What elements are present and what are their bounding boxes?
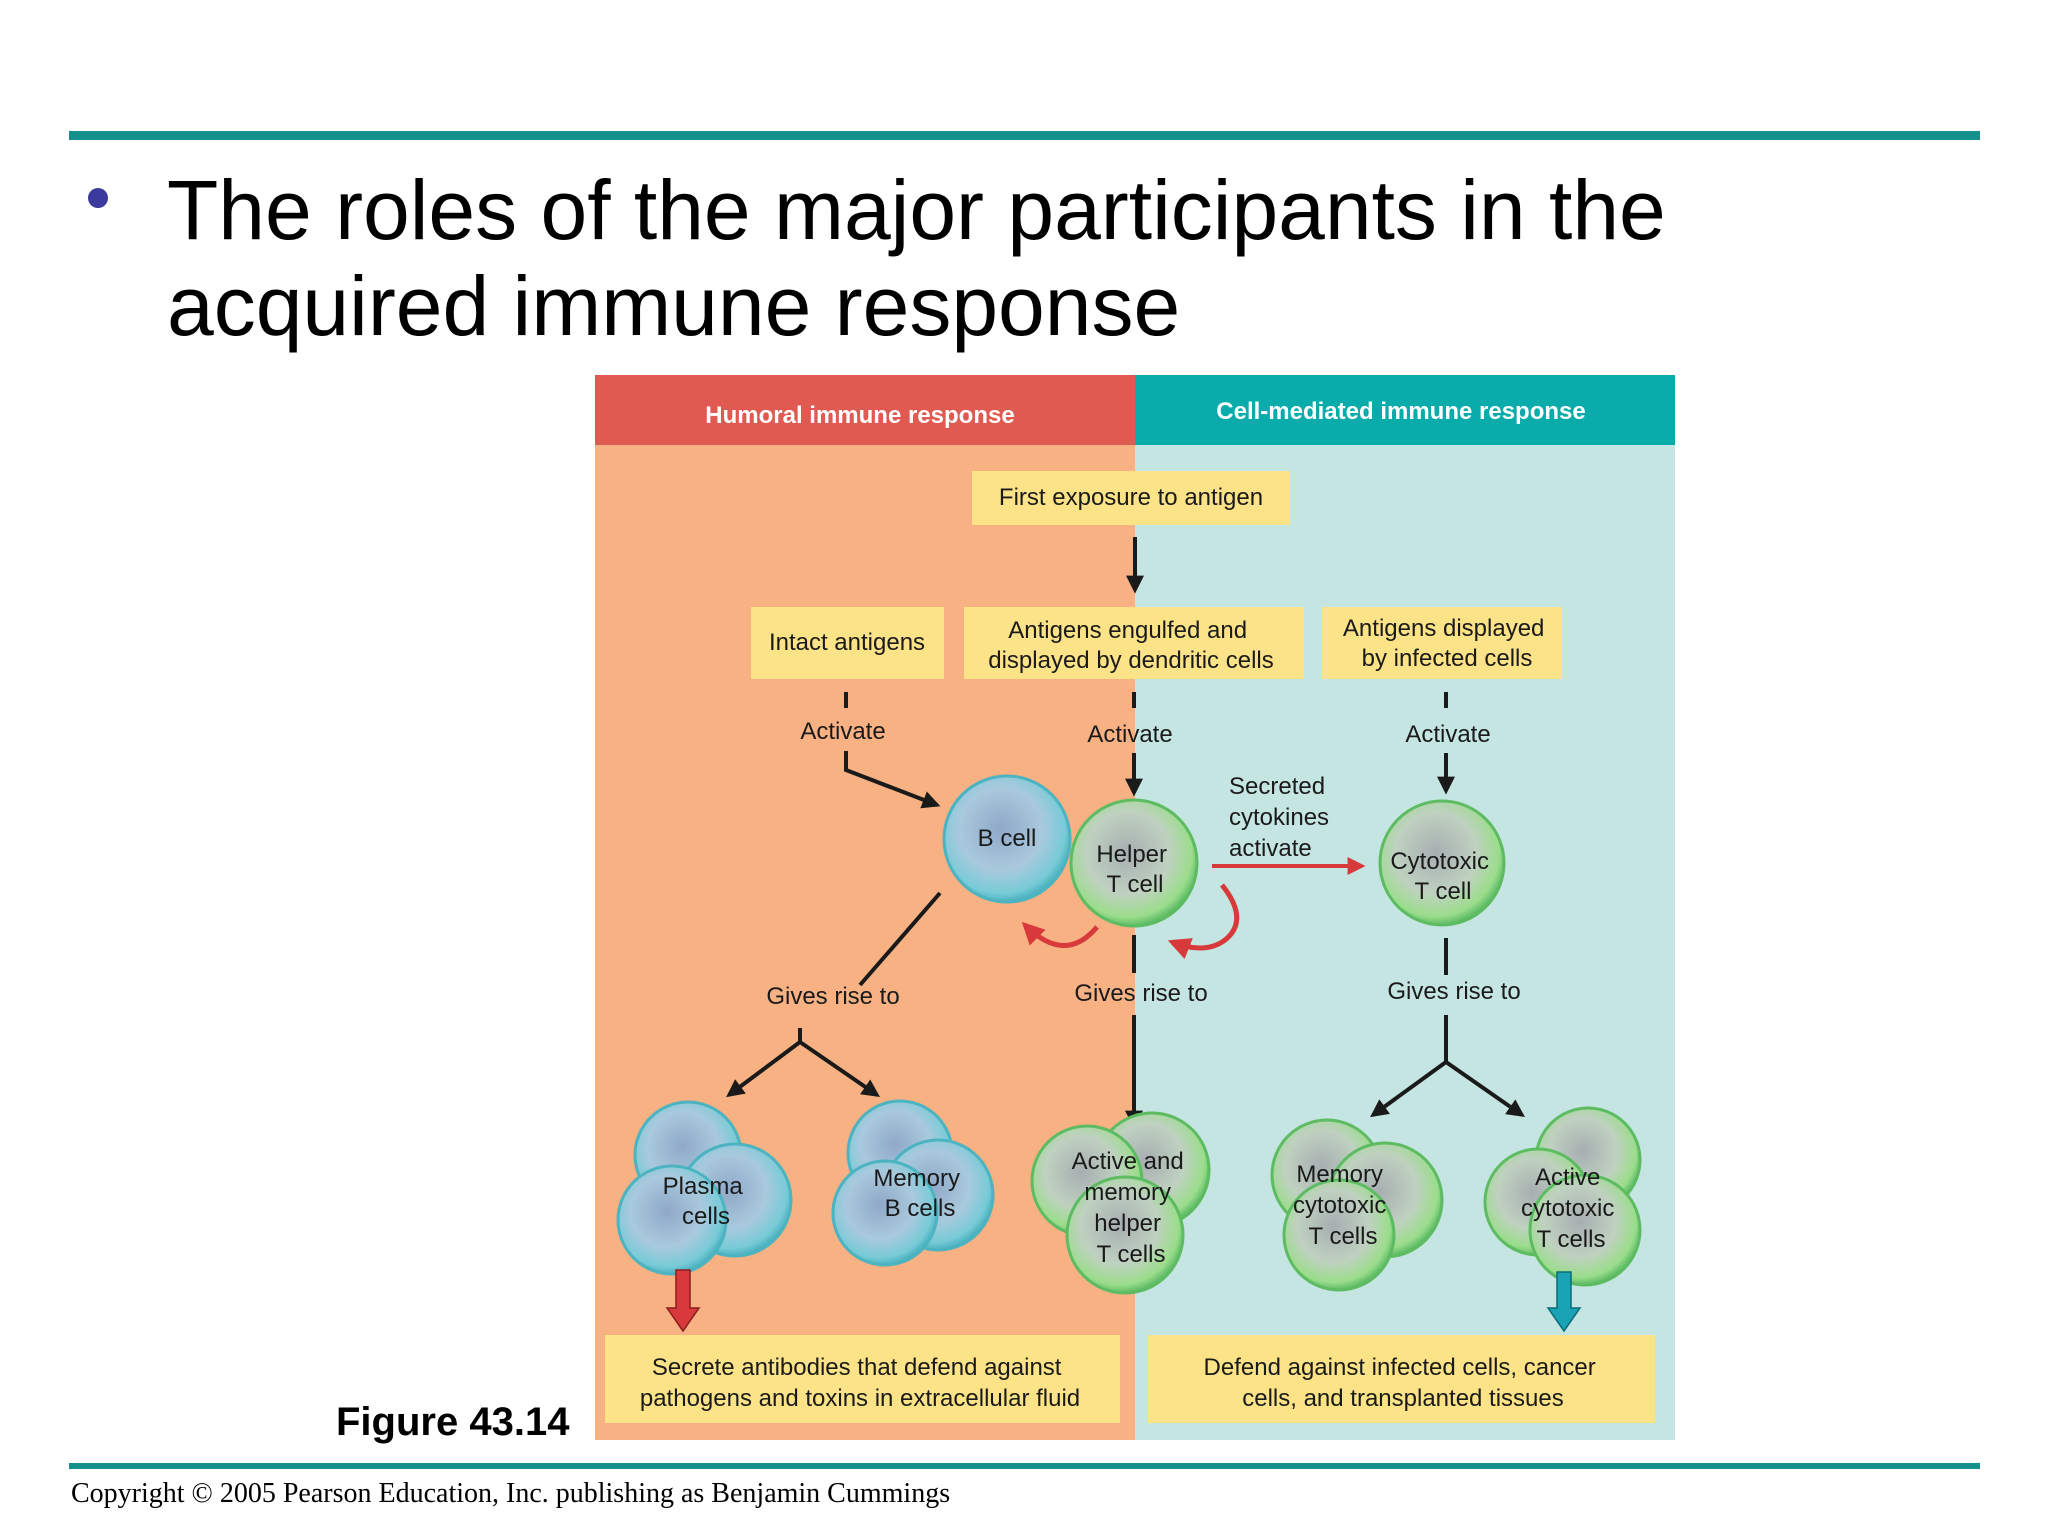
gives-left-branch-memory	[798, 1040, 880, 1098]
gives-right-branch-active	[1444, 1060, 1525, 1118]
cytokine-feedback-right-arrow	[1167, 883, 1240, 960]
engulfed-antigens-label: Antigens engulfed and displayed by dendr…	[988, 617, 1273, 674]
cell-mediated-header	[1135, 375, 1675, 445]
b-cell-label: B cell	[978, 825, 1037, 852]
activate-right-label: Activate	[1405, 721, 1490, 748]
gives-left-branch-plasma	[726, 1040, 802, 1098]
figure-label: Figure 43.14	[336, 1400, 570, 1444]
gives-right-branch-memory	[1370, 1060, 1448, 1118]
active-memory-helper-t-cells	[1030, 1111, 1211, 1295]
bullet-dot	[88, 188, 108, 208]
copyright-notice: Copyright © 2005 Pearson Education, Inc.…	[71, 1478, 951, 1509]
defend-box	[1148, 1335, 1655, 1423]
gives-right-label: Gives rise to	[1387, 978, 1520, 1005]
cytotoxic-t-cell-label: Cytotoxic T cell	[1390, 848, 1495, 905]
cytokines-label: Secreted cytokines activate	[1229, 773, 1336, 862]
immune-response-diagram: Humoral immune response Cell-mediated im…	[595, 375, 1675, 1440]
gives-left-label: Gives rise to	[766, 983, 899, 1010]
secrete-antibodies-arrow	[665, 1269, 701, 1333]
top-rule	[69, 131, 1980, 140]
intact-antigens-box	[751, 607, 944, 679]
displayed-antigens-box	[1322, 607, 1562, 679]
cytokine-feedback-left-arrow	[1021, 921, 1099, 948]
first-exposure-box	[972, 471, 1290, 525]
memory-b-cells-label: Memory B cells	[873, 1165, 966, 1222]
gives-left-line	[858, 891, 942, 987]
cell-mediated-header-label: Cell-mediated immune response	[1216, 398, 1585, 425]
defend-arrow	[1546, 1271, 1582, 1333]
activate-left-label: Activate	[800, 718, 885, 745]
displayed-antigens-label: Antigens displayed by infected cells	[1343, 615, 1551, 672]
humoral-header-label: Humoral immune response	[705, 402, 1014, 429]
plasma-cells	[616, 1100, 793, 1276]
b-cell	[942, 774, 1072, 904]
secrete-antibodies-box	[605, 1335, 1120, 1423]
activate-left-arrow	[844, 751, 941, 809]
active-memory-helper-label: Active and memory helper T cells	[1072, 1148, 1191, 1268]
cytotoxic-t-cell	[1378, 799, 1506, 927]
helper-t-cell	[1069, 798, 1199, 928]
activate-mid-label: Activate	[1087, 721, 1172, 748]
secrete-antibodies-label: Secrete antibodies that defend against p…	[640, 1354, 1080, 1412]
slide-title: The roles of the major participants in t…	[167, 163, 1666, 353]
active-cytotoxic-label: Active cytotoxic T cells	[1521, 1164, 1621, 1253]
memory-cytotoxic-t-cells	[1270, 1118, 1444, 1292]
active-cytotoxic-t-cells	[1483, 1106, 1642, 1287]
engulfed-antigens-box	[964, 607, 1304, 679]
plasma-cells-label: Plasma cells	[663, 1173, 750, 1230]
memory-b-cells	[831, 1099, 995, 1267]
gives-mid-label: Gives rise to	[1074, 980, 1207, 1007]
humoral-header	[595, 375, 1135, 445]
first-exposure-label: First exposure to antigen	[999, 484, 1263, 511]
memory-cytotoxic-label: Memory cytotoxic T cells	[1293, 1161, 1393, 1250]
bottom-rule	[69, 1463, 1980, 1469]
intact-antigens-label: Intact antigens	[769, 629, 925, 656]
helper-t-cell-label: Helper T cell	[1096, 841, 1173, 898]
defend-label: Defend against infected cells, cancer ce…	[1204, 1354, 1603, 1412]
